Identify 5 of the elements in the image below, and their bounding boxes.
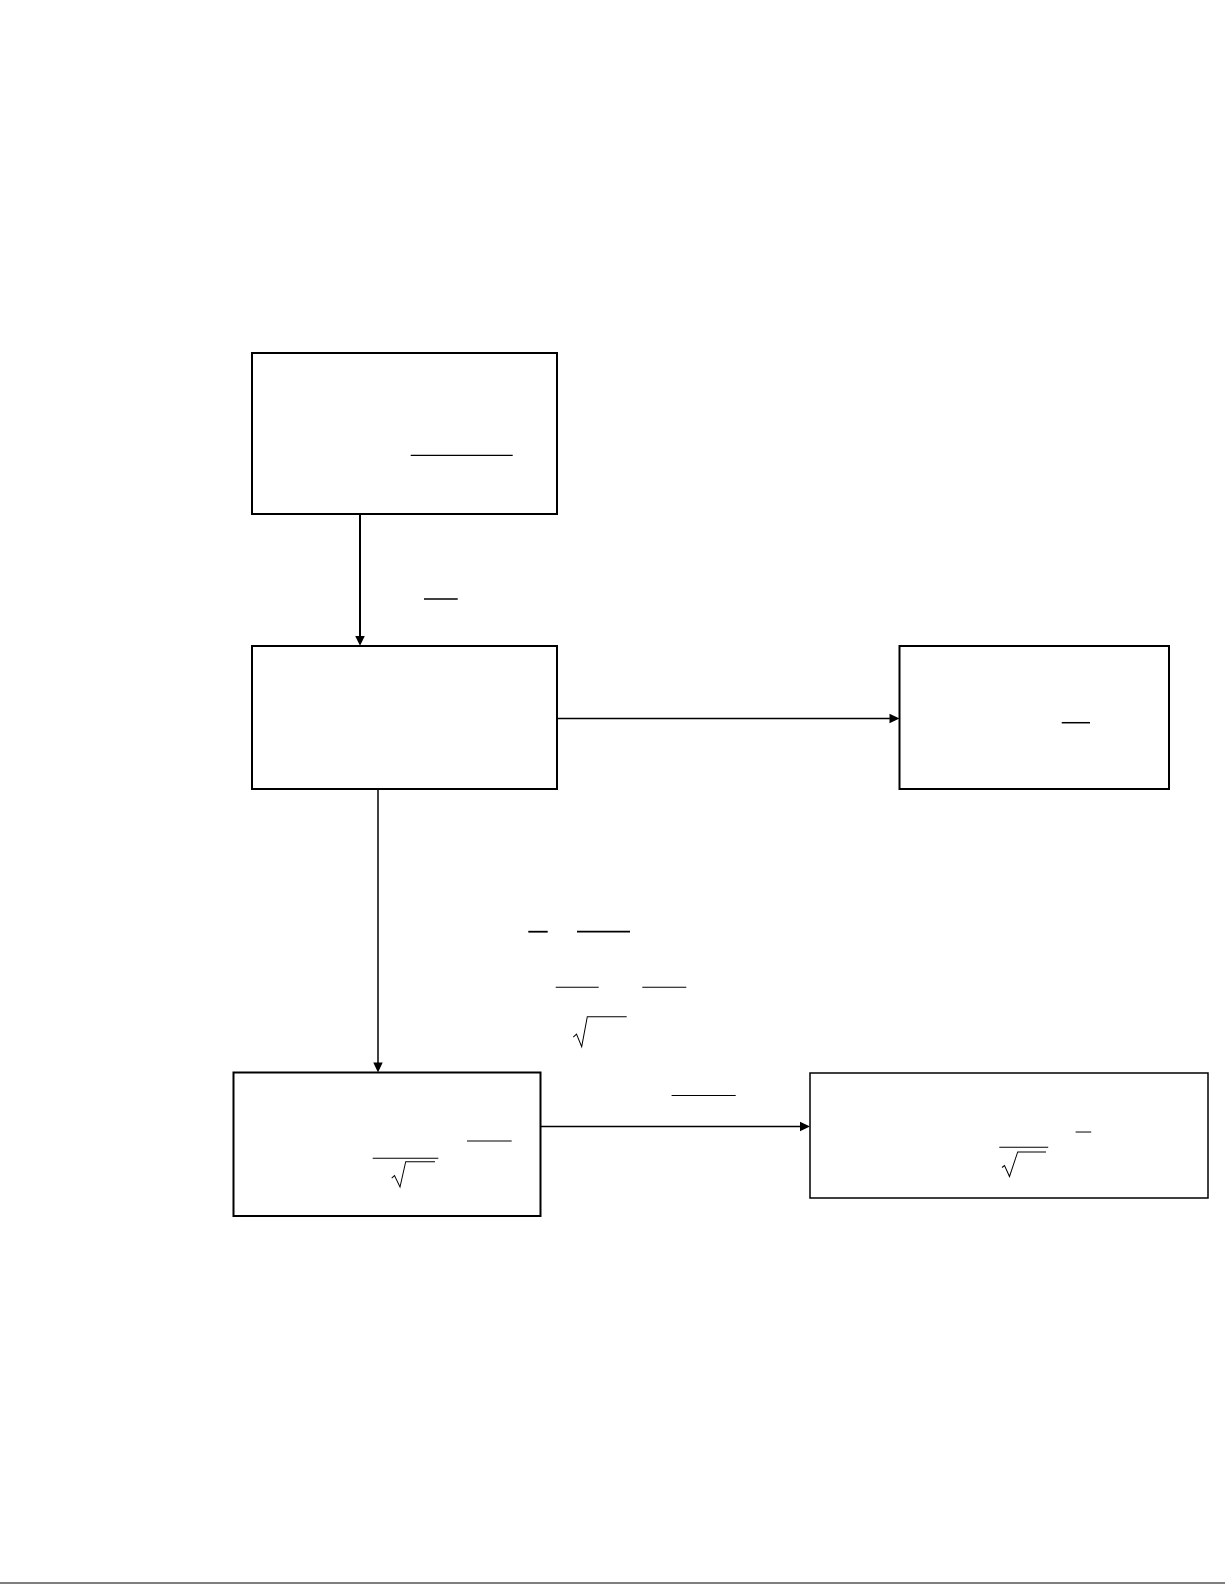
empty-box	[809, 1072, 1209, 1199]
empty-box	[251, 645, 558, 790]
empty-box	[898, 645, 1170, 790]
empty-box	[251, 352, 558, 515]
empty-box	[232, 1071, 542, 1217]
